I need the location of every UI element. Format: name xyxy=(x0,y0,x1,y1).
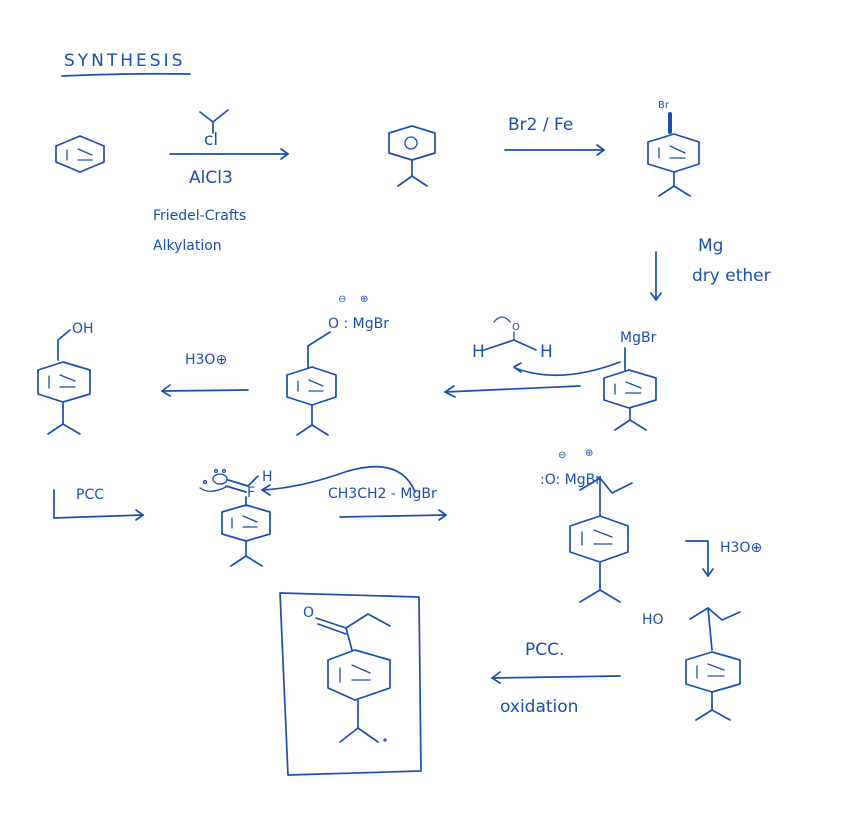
step6-reagent: PCC xyxy=(76,487,104,503)
step4-arrow xyxy=(444,385,581,398)
bromocumene-structure xyxy=(647,112,700,197)
alkoxide1-structure xyxy=(286,331,337,436)
alcohol2-HO: HO xyxy=(642,612,664,628)
step1-arrow xyxy=(169,148,289,160)
page-title: SYNTHESIS xyxy=(64,51,185,71)
step6-arrow xyxy=(53,489,144,521)
step8-reagent: H3O⊕ xyxy=(720,540,762,556)
step7-reagent: CH3CH2 - MgBr xyxy=(328,486,437,502)
svg-text:F: F xyxy=(247,485,255,501)
step8-arrow xyxy=(685,540,714,577)
alkoxide2-plus: ⊕ xyxy=(585,448,593,459)
step5-reagent: H3O⊕ xyxy=(185,352,227,368)
step2-arrow xyxy=(504,144,605,156)
formaldehyde-structure xyxy=(483,316,537,351)
ethyl-attack-arrow xyxy=(261,465,416,496)
cumene-structure xyxy=(388,125,436,187)
title-underline xyxy=(61,72,191,77)
step9-reaction: oxidation xyxy=(500,697,578,717)
step9-reagent: PCC. xyxy=(525,640,564,660)
alkoxide1-plus: ⊕ xyxy=(360,294,368,305)
step7-arrow xyxy=(339,509,447,521)
step3-reagent-line2: dry ether xyxy=(692,266,771,286)
final-product-box xyxy=(279,592,422,776)
step1-reaction-line1: Friedel-Crafts xyxy=(153,208,246,224)
step9-arrow xyxy=(491,671,621,684)
step3-arrow xyxy=(650,251,662,301)
step5-arrow xyxy=(161,384,249,397)
alkoxide2-minus: ⊖ xyxy=(558,450,566,461)
step1-reagent-top: cl xyxy=(204,130,218,150)
formaldehyde-H-right: H xyxy=(540,342,553,362)
isopropyl-chloride-structure xyxy=(199,109,229,134)
step1-reaction-line2: Alkylation xyxy=(153,238,222,254)
step3-reagent-line1: Mg xyxy=(698,236,723,256)
alkoxide2-label: :O: MgBr xyxy=(540,472,601,488)
grignard-substituent: MgBr xyxy=(620,330,657,346)
alkoxide1-minus: ⊖ xyxy=(338,294,346,305)
alkoxide2-structure xyxy=(569,477,633,603)
step1-reagent-bottom: AlCl3 xyxy=(189,168,233,188)
alcohol1-structure xyxy=(37,329,91,435)
final-product-O: O xyxy=(303,605,314,621)
grignard-structure xyxy=(603,347,657,431)
alcohol1-OH: OH xyxy=(72,321,94,337)
alcohol2-structure xyxy=(685,607,741,721)
bromo-substituent: Br xyxy=(658,100,670,111)
formaldehyde-O: O xyxy=(512,322,520,333)
step2-reagent: Br2 / Fe xyxy=(508,115,573,135)
alkoxide1-label: O : MgBr xyxy=(328,316,389,332)
aldehyde-structure: F xyxy=(199,468,271,567)
benzene-ring-start xyxy=(55,135,105,173)
nucleophilic-attack-arrow xyxy=(513,361,621,377)
formaldehyde-H-left: H xyxy=(472,342,485,362)
final-product-structure xyxy=(315,613,391,743)
aldehyde-H: H xyxy=(262,469,273,485)
